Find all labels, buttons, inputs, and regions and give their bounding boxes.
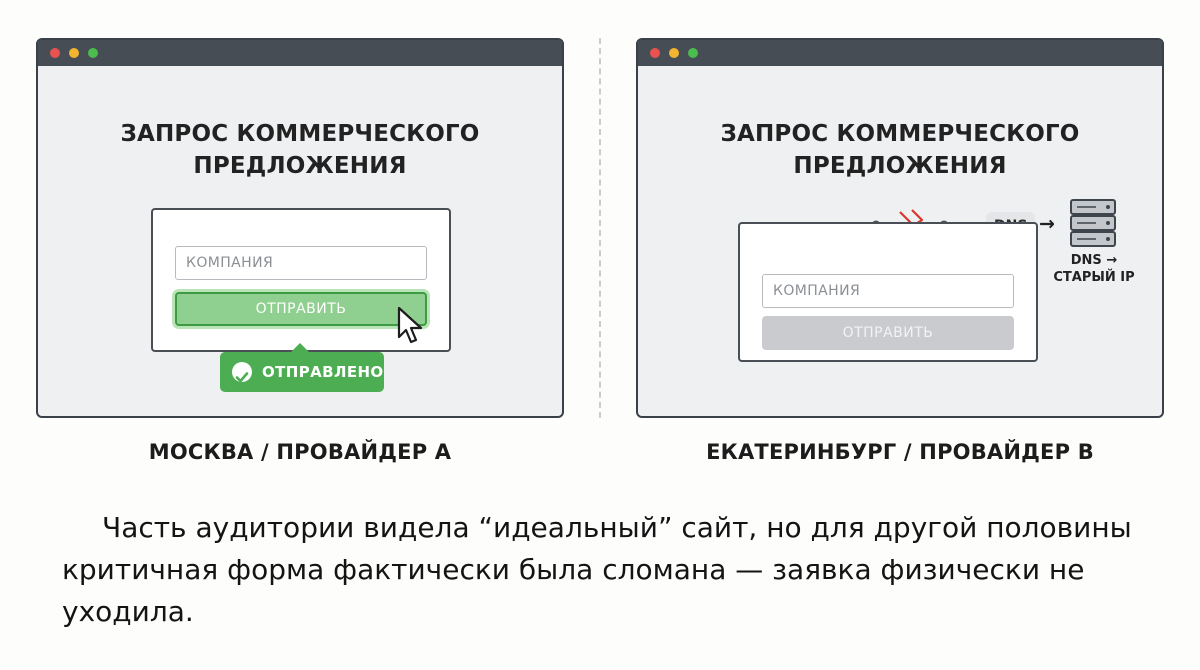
- page-title: ЗАПРОС КОММЕРЧЕСКОГО ПРЕДЛОЖЕНИЯ: [38, 118, 562, 182]
- company-input[interactable]: КОМПАНИЯ: [175, 246, 427, 280]
- request-form: КОМПАНИЯ ОТПРАВИТЬ: [738, 222, 1038, 362]
- server-caption-line1: DNS →: [1070, 253, 1118, 268]
- caption-moscow: МОСКВА / ПРОВАЙДЕР А: [148, 440, 452, 464]
- submit-button[interactable]: ОТПРАВИТЬ: [175, 292, 427, 326]
- footer-text: Часть аудитории видела “идеальный” сайт,…: [62, 511, 1132, 628]
- company-input[interactable]: КОМПАНИЯ: [762, 274, 1014, 308]
- server-caption-line2: СТАРЫЙ IP: [1053, 270, 1135, 285]
- page-title: ЗАПРОС КОММЕРЧЕСКОГО ПРЕДЛОЖЕНИЯ: [638, 118, 1162, 182]
- caption-ekaterinburg: ЕКАТЕРИНБУРГ / ПРОВАЙДЕР В: [706, 440, 1094, 464]
- page-title-line1: ЗАПРОС КОММЕРЧЕСКОГО: [720, 121, 1080, 147]
- check-circle-icon: [232, 362, 252, 383]
- maximize-dot-icon: [88, 48, 98, 58]
- minimize-dot-icon: [669, 48, 679, 58]
- window-titlebar: [638, 40, 1162, 66]
- window-titlebar: [38, 40, 562, 66]
- panel-divider: [599, 38, 601, 418]
- pointer-cursor-icon: [397, 306, 423, 344]
- toast-label: ОТПРАВЛЕНО: [262, 363, 384, 381]
- browser-window-moscow: ЗАПРОС КОММЕРЧЕСКОГО ПРЕДЛОЖЕНИЯ КОМПАНИ…: [36, 38, 564, 418]
- submit-button-disabled[interactable]: ОТПРАВИТЬ: [762, 316, 1014, 350]
- maximize-dot-icon: [688, 48, 698, 58]
- server-rack-icon: [1070, 199, 1116, 247]
- server-caption: DNS → СТАРЫЙ IP: [1042, 252, 1146, 286]
- arrow-right-icon: →: [1039, 213, 1055, 235]
- sent-toast: ОТПРАВЛЕНО: [220, 343, 384, 392]
- close-dot-icon: [50, 48, 60, 58]
- page-title-line2: ПРЕДЛОЖЕНИЯ: [193, 153, 407, 179]
- minimize-dot-icon: [69, 48, 79, 58]
- browser-window-ekaterinburg: ЗАПРОС КОММЕРЧЕСКОГО ПРЕДЛОЖЕНИЯ DNS → D…: [636, 38, 1164, 418]
- close-dot-icon: [650, 48, 660, 58]
- page-title-line2: ПРЕДЛОЖЕНИЯ: [793, 153, 1007, 179]
- page-title-line1: ЗАПРОС КОММЕРЧЕСКОГО: [120, 121, 480, 147]
- request-form: КОМПАНИЯ ОТПРАВИТЬ: [151, 208, 451, 352]
